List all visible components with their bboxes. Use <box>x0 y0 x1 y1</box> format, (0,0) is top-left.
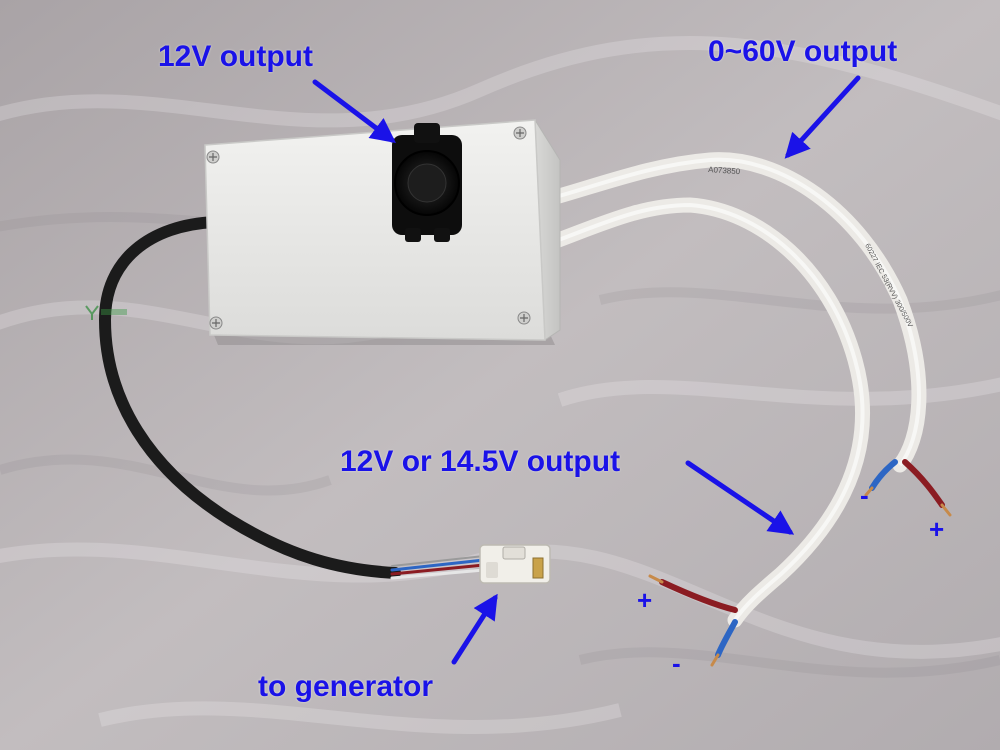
connector-wires <box>390 555 486 580</box>
screw-icon <box>209 316 223 330</box>
screw-icon <box>206 150 220 164</box>
variable-positive-sign: + <box>929 514 945 544</box>
battery-output-label: 12V or 14.5V output <box>340 445 621 478</box>
usb-output-arrow <box>312 79 396 144</box>
generator-cable <box>98 216 401 579</box>
enclosure-box <box>204 119 546 341</box>
battery-output-arrow <box>685 460 795 535</box>
generator-input-arrow <box>451 593 498 665</box>
screw-icon <box>517 311 531 325</box>
variable-output-wires <box>864 459 952 517</box>
variable-output-label: 0~60V output <box>708 35 898 68</box>
variable-negative-sign: - <box>860 480 869 510</box>
battery-output-wires <box>648 574 738 667</box>
watermark-logo-icon <box>85 305 127 320</box>
white-plug-connector-icon <box>479 544 551 584</box>
variable-cable-print: A073850 <box>708 165 741 176</box>
battery-positive-sign: + <box>637 585 653 615</box>
variable-output-arrow <box>784 75 861 159</box>
screw-icon <box>513 126 527 140</box>
annotation-arrows <box>312 75 861 665</box>
battery-negative-sign: - <box>672 648 681 678</box>
generator-input-label: to generator <box>258 670 434 703</box>
usb-output-label: 12V output <box>158 40 313 73</box>
cigarette-lighter-socket-icon <box>392 123 462 242</box>
